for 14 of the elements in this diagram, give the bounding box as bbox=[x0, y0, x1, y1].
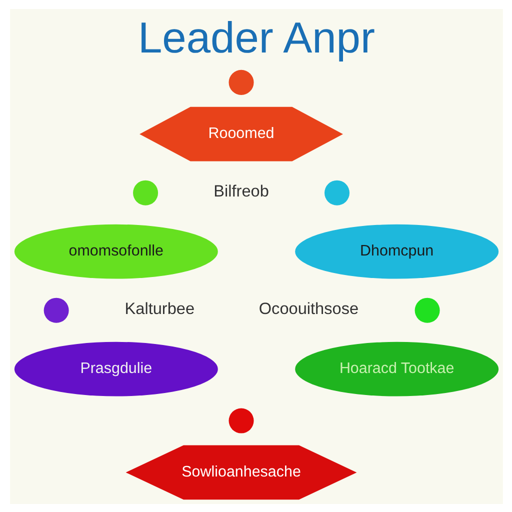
node-circle bbox=[414, 297, 440, 322]
node-ellipse: Prasgdulie bbox=[14, 341, 218, 396]
label: Ocoouithsose bbox=[258, 300, 358, 318]
node-ellipse: Hoaracd Tootkae bbox=[294, 341, 498, 396]
node-ellipse: omomsofonlle bbox=[14, 224, 218, 278]
node-circle bbox=[132, 180, 158, 205]
label: Kalturbee bbox=[124, 300, 194, 318]
label: Bilfreob bbox=[213, 182, 268, 200]
node-circle bbox=[228, 408, 254, 433]
node-ellipse: Dhomcpun bbox=[294, 224, 498, 278]
node-circle bbox=[324, 180, 350, 205]
node-circle bbox=[43, 297, 68, 322]
diagram-title: Leader Anpr bbox=[137, 14, 375, 62]
node-circle bbox=[228, 69, 254, 94]
